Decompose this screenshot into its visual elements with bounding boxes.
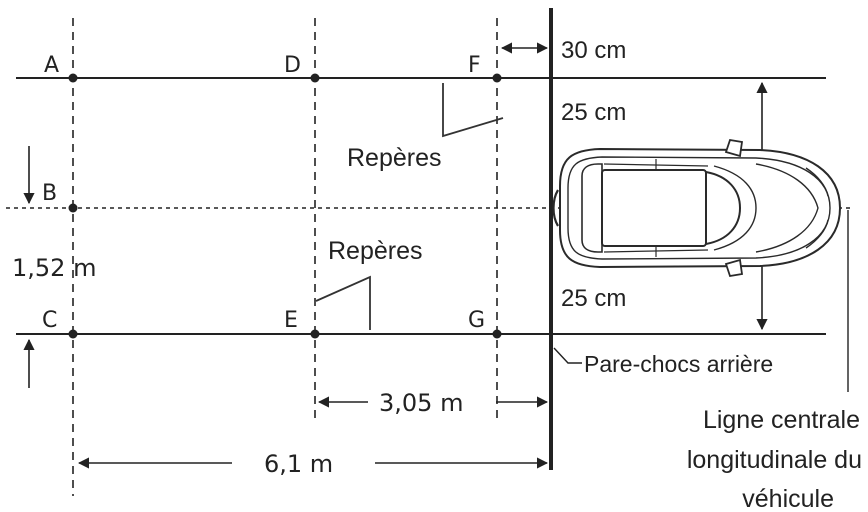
reperes-bottom-marker xyxy=(315,275,371,330)
reperes-top-marker xyxy=(442,83,504,138)
reperes-bottom-label: Repères xyxy=(328,237,423,265)
dim-305m-label: 3,05 m xyxy=(379,389,463,417)
car-top-view xyxy=(552,138,842,278)
point-e xyxy=(310,329,320,339)
point-g xyxy=(492,329,502,339)
ligne-centrale-label-2: longitudinale du xyxy=(687,446,862,474)
label-g: G xyxy=(468,308,485,333)
dim-61m-label: 6,1 m xyxy=(264,450,333,478)
dim-25cm-bottom-label: 25 cm xyxy=(561,285,626,312)
label-f: F xyxy=(468,53,481,78)
label-d: D xyxy=(284,53,301,78)
reperes-top-label: Repères xyxy=(347,144,442,172)
point-b xyxy=(68,203,78,213)
ligne-centrale-label-1: Ligne centrale xyxy=(703,406,860,434)
point-d xyxy=(310,73,320,83)
point-a xyxy=(68,73,78,83)
dim-152m-label: 1,52 m xyxy=(12,254,96,282)
label-a: A xyxy=(44,53,59,78)
pare-chocs-label: Pare-chocs arrière xyxy=(584,351,773,377)
dim-30cm-label: 30 cm xyxy=(561,37,626,64)
label-e: E xyxy=(284,308,298,333)
dim-25cm-top-label: 25 cm xyxy=(561,99,626,126)
pare-chocs-leader xyxy=(553,347,582,364)
ligne-centrale-label-3: véhicule xyxy=(742,485,834,512)
label-b: B xyxy=(42,181,57,206)
point-f xyxy=(492,73,502,83)
label-c: C xyxy=(42,308,57,333)
point-c xyxy=(68,329,78,339)
